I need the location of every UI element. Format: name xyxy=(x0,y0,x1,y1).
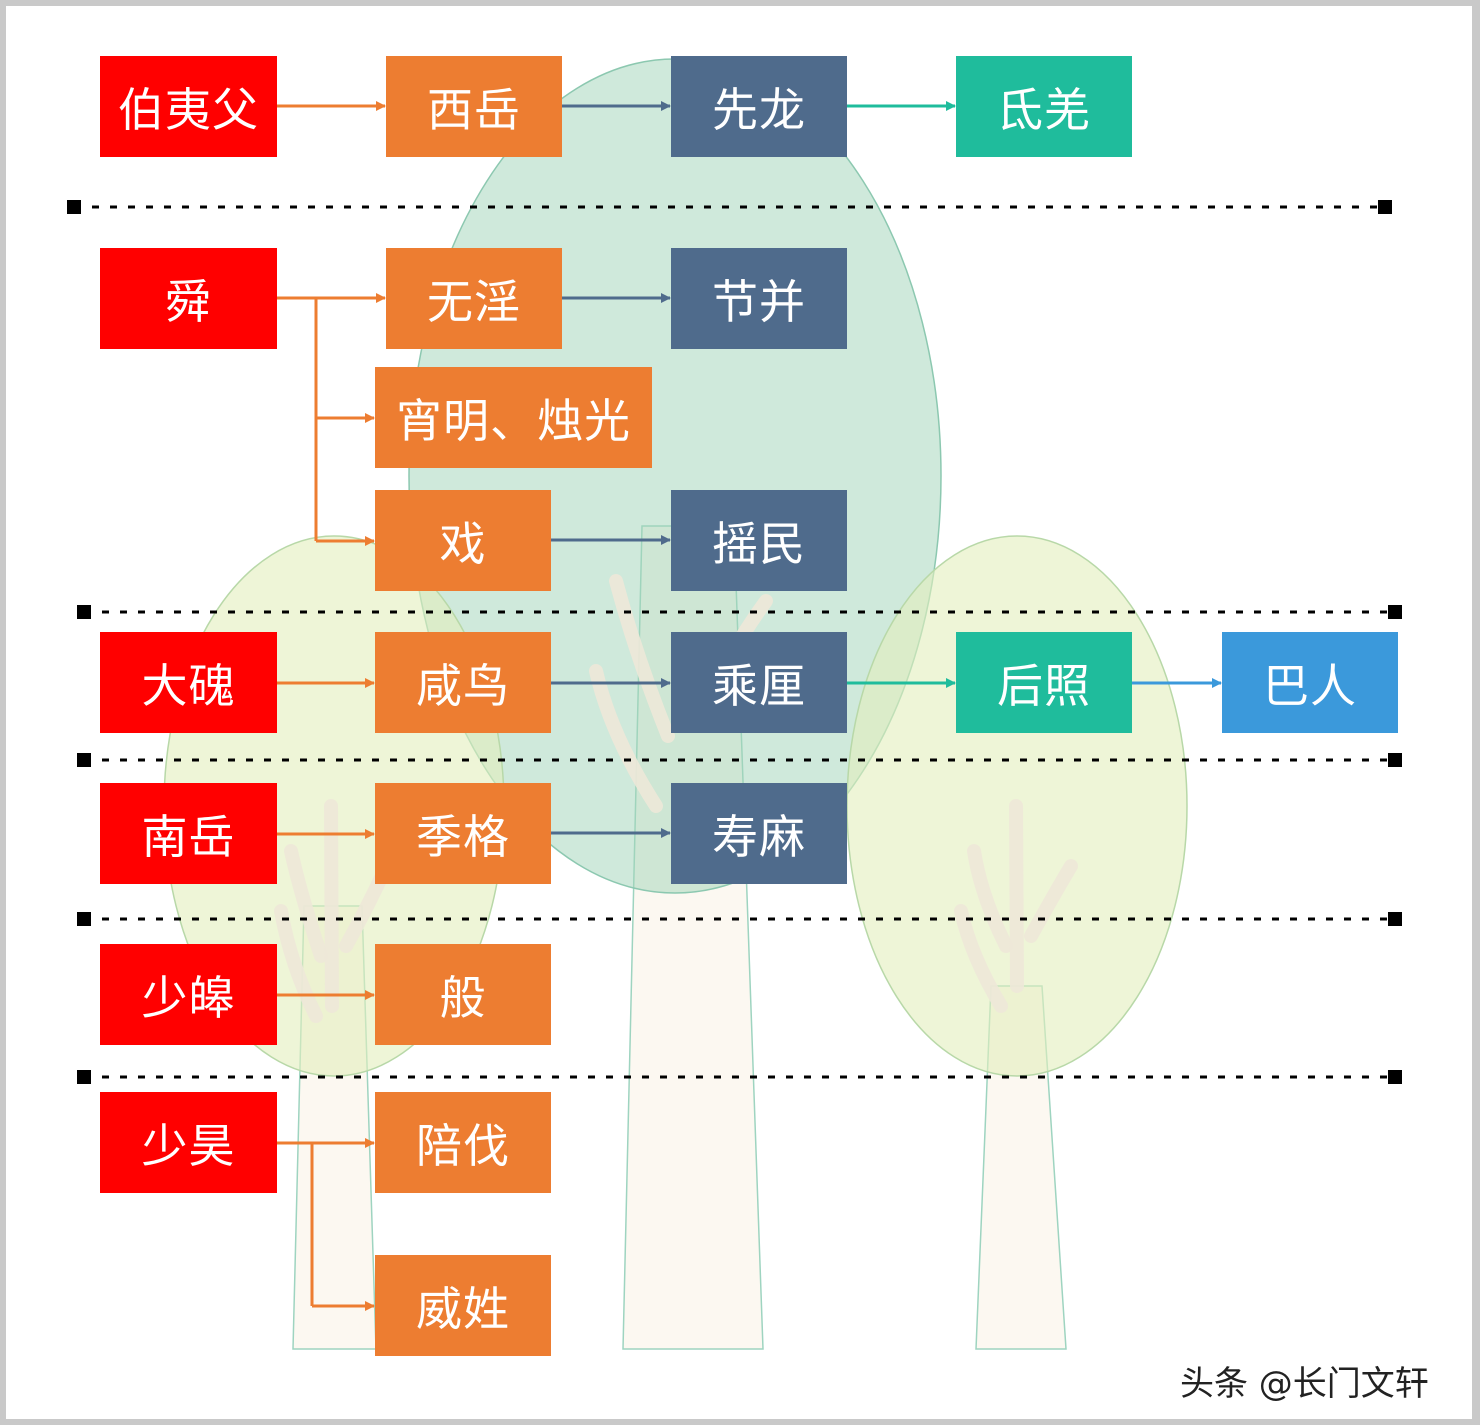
node-nanyue: 南岳 xyxy=(100,783,277,884)
node-ban: 般 xyxy=(375,944,551,1045)
separator-1-end xyxy=(1378,200,1392,214)
node-jiebing: 节并 xyxy=(671,248,847,349)
separator-3-end xyxy=(1388,753,1402,767)
right-branch-left-low xyxy=(954,904,1008,1013)
separator-4-start xyxy=(77,912,91,926)
separator-1-start xyxy=(67,200,81,214)
left-branch-left xyxy=(284,844,328,963)
watermark-text: 头条 @长门文轩 xyxy=(1180,1364,1429,1404)
separator-4-end xyxy=(1388,912,1402,926)
connectors xyxy=(67,101,1402,1311)
node-chengli: 乘厘 xyxy=(671,632,847,733)
node-xianniao: 咸鸟 xyxy=(375,632,551,733)
node-shouma: 寿麻 xyxy=(671,783,847,884)
separator-2-end xyxy=(1388,605,1402,619)
node-jige: 季格 xyxy=(375,783,551,884)
node-wuyin: 无淫 xyxy=(386,248,562,349)
node-xianlong: 先龙 xyxy=(671,56,847,157)
center-branch-left xyxy=(609,574,675,743)
separator-3-start xyxy=(77,753,91,767)
right-branch-top xyxy=(1009,799,1024,993)
node-diqiang: 氐羌 xyxy=(956,56,1132,157)
node-baren: 巴人 xyxy=(1222,632,1398,733)
separator-5-end xyxy=(1388,1070,1402,1084)
right-branch-right xyxy=(1024,859,1078,943)
node-xiyue: 西岳 xyxy=(386,56,562,157)
node-yaomin: 摇民 xyxy=(671,490,847,591)
diagram-canvas: 伯夷父 西岳 先龙 氐羌 舜 无淫 节并 宵明、烛光 戏 摇民 大磈 咸鸟 乘厘… xyxy=(6,6,1472,1419)
node-xi: 戏 xyxy=(375,490,551,591)
node-shun: 舜 xyxy=(100,248,277,349)
tree-branches xyxy=(274,574,1078,1023)
center-branch-left-low xyxy=(589,664,663,813)
right-branch-left xyxy=(967,844,1013,953)
node-houzhao: 后照 xyxy=(956,632,1132,733)
node-shaohao-b: 少昊 xyxy=(100,1092,277,1193)
node-shaohao-a: 少皞 xyxy=(100,944,277,1045)
node-boyifu: 伯夷父 xyxy=(100,56,277,157)
separator-lines xyxy=(74,205,1396,1079)
separator-5-start xyxy=(77,1070,91,1084)
left-branch-left-low xyxy=(274,904,323,1023)
node-weixing: 威姓 xyxy=(375,1255,551,1356)
separator-2-start xyxy=(77,605,91,619)
separator-handles xyxy=(67,200,1402,1084)
node-peifa: 陪伐 xyxy=(375,1092,551,1193)
left-branch-top xyxy=(324,799,339,1013)
node-xiaoming-zhuguang: 宵明、烛光 xyxy=(375,367,652,468)
node-dahui: 大磈 xyxy=(100,632,277,733)
